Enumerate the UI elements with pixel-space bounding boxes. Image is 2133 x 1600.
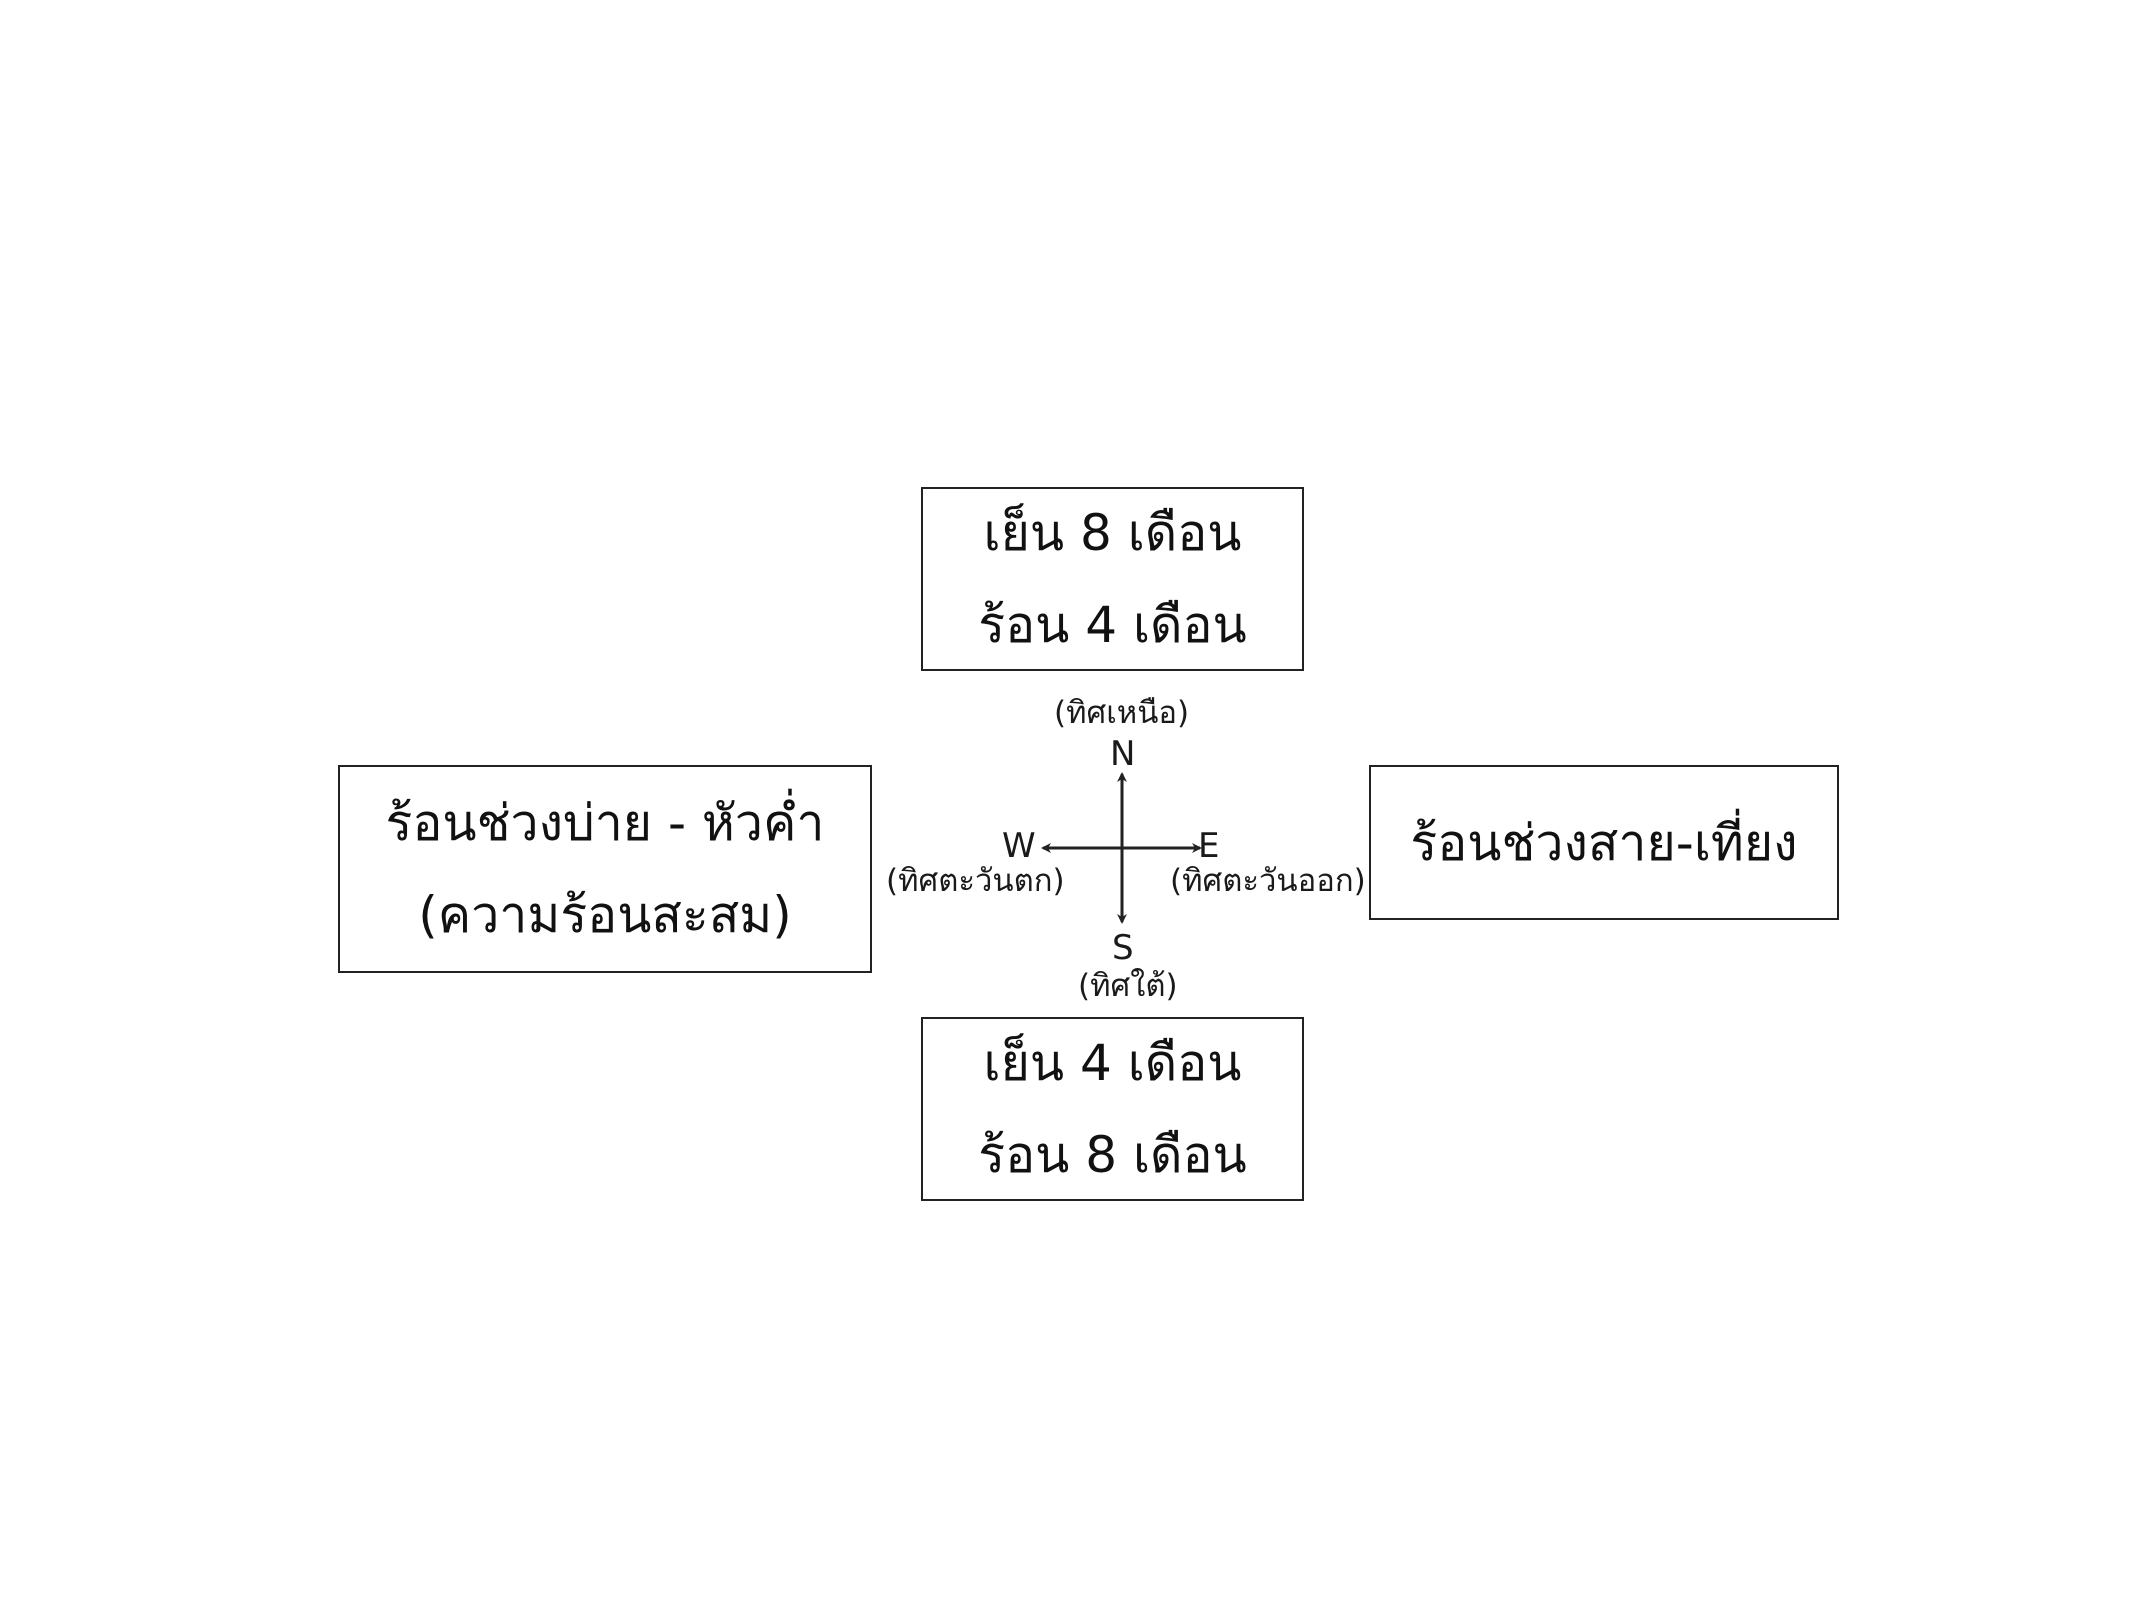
compass-label-west: (ทิศตะวันตก) [886,863,1065,899]
compass-label-north: (ทิศเหนือ) [1054,695,1190,731]
south-box-line-2: ร้อน 8 เดือน [978,1126,1247,1184]
south-box-line-1: เย็น 4 เดือน [983,1034,1242,1092]
compass-letter-east: E [1198,826,1220,866]
south-box: เย็น 4 เดือน ร้อน 8 เดือน [921,1017,1304,1201]
west-box-line-2: (ความร้อนสะสม) [418,886,792,944]
north-box-line-2: ร้อน 4 เดือน [978,596,1247,654]
north-box: เย็น 8 เดือน ร้อน 4 เดือน [921,487,1304,671]
north-box-line-1: เย็น 8 เดือน [983,504,1242,562]
compass-label-south: (ทิศใต้) [1078,968,1178,1004]
compass-letter-west: W [1002,826,1036,866]
west-box-line-1: ร้อนช่วงบ่าย - หัวค่ำ [385,794,825,852]
compass-letter-south: S [1112,928,1134,968]
west-box: ร้อนช่วงบ่าย - หัวค่ำ (ความร้อนสะสม) [338,765,872,973]
east-box-line-1: ร้อนช่วงสาย-เที่ยง [1410,813,1798,872]
east-box: ร้อนช่วงสาย-เที่ยง [1369,765,1839,920]
compass-label-east: (ทิศตะวันออก) [1170,863,1366,899]
compass-letter-north: N [1110,734,1136,774]
